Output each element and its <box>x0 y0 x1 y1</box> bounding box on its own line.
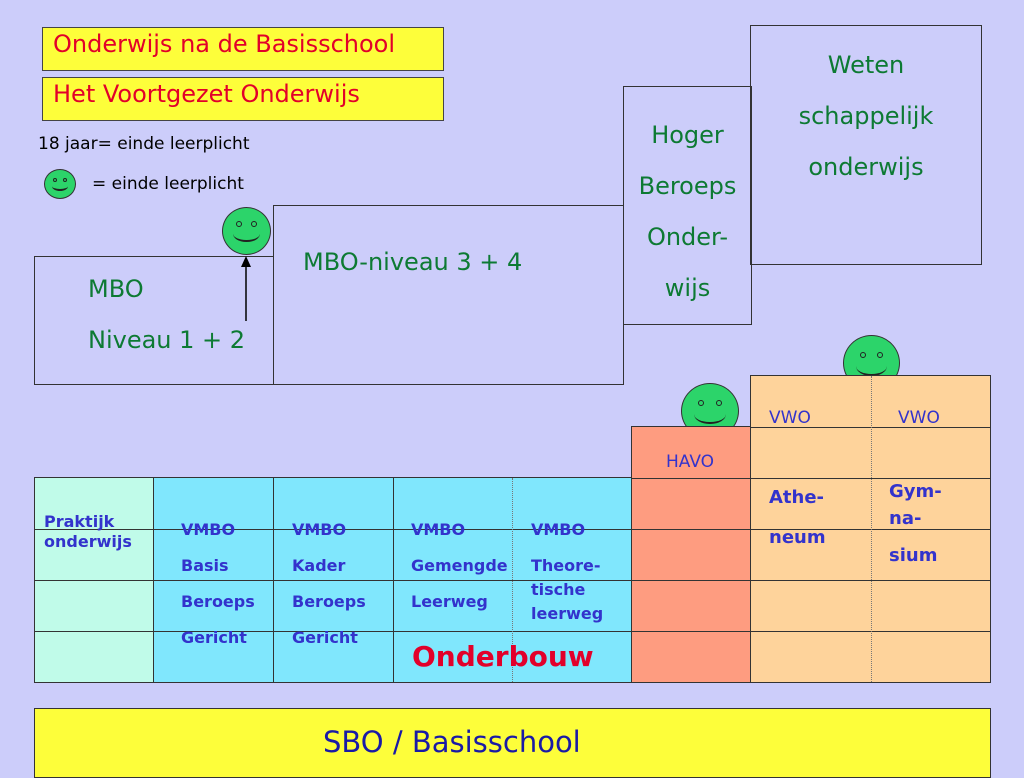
mbo-12-box: MBO Niveau 1 + 2 <box>34 256 274 385</box>
hbo-box: Hoger Beroeps Onder- wijs <box>623 86 752 325</box>
praktijk-label: Praktijk onderwijs <box>44 512 132 551</box>
basisschool-label: SBO / Basisschool <box>323 725 581 759</box>
atheneum-label: Athe- neum <box>769 487 826 548</box>
wo-label: Weten schappelijk onderwijs <box>798 51 934 181</box>
mbo-34-box: MBO-niveau 3 + 4 <box>273 205 624 385</box>
main-title: Onderwijs na de Basisschool <box>42 27 444 71</box>
vmbo-gemengde-label: VMBO Gemengde Leerweg <box>411 520 508 611</box>
vmbo-basis-label: VMBO Basis Beroeps Gericht <box>181 520 255 647</box>
havo-label: HAVO <box>666 452 715 472</box>
smiley-note: = einde leerplicht <box>92 174 244 194</box>
vmbo-theore-label: VMBO Theore- tische leerweg <box>531 520 604 623</box>
gymnasium-label: Gym- na- sium <box>889 481 942 566</box>
praktijk-block: Praktijk onderwijs <box>34 477 154 683</box>
smiley-mbo-icon <box>222 207 271 255</box>
basisschool-box: SBO / Basisschool <box>34 708 991 778</box>
mbo-12-line1: MBO <box>88 275 144 303</box>
vwo-block: VWO VWO Athe- neum Gym- na- sium <box>750 375 991 683</box>
hbo-label: Hoger Beroeps Onder- wijs <box>638 121 737 302</box>
smiley-legend-icon <box>44 169 76 199</box>
onderbouw-label: Onderbouw <box>412 640 594 673</box>
mbo-34-label: MBO-niveau 3 + 4 <box>303 248 523 276</box>
wo-box: Weten schappelijk onderwijs <box>750 25 982 265</box>
age-note: 18 jaar= einde leerplicht <box>38 134 250 154</box>
vwo-label-1: VWO <box>769 408 811 428</box>
vmbo-block: VMBO Basis Beroeps Gericht VMBO Kader Be… <box>153 477 632 683</box>
vwo-label-2: VWO <box>898 408 940 428</box>
subtitle: Het Voortgezet Onderwijs <box>42 77 444 121</box>
vmbo-kader-label: VMBO Kader Beroeps Gericht <box>292 520 366 647</box>
havo-block: HAVO <box>631 426 751 683</box>
arrow-up-icon <box>241 256 251 321</box>
mbo-12-line2: Niveau 1 + 2 <box>88 326 246 354</box>
